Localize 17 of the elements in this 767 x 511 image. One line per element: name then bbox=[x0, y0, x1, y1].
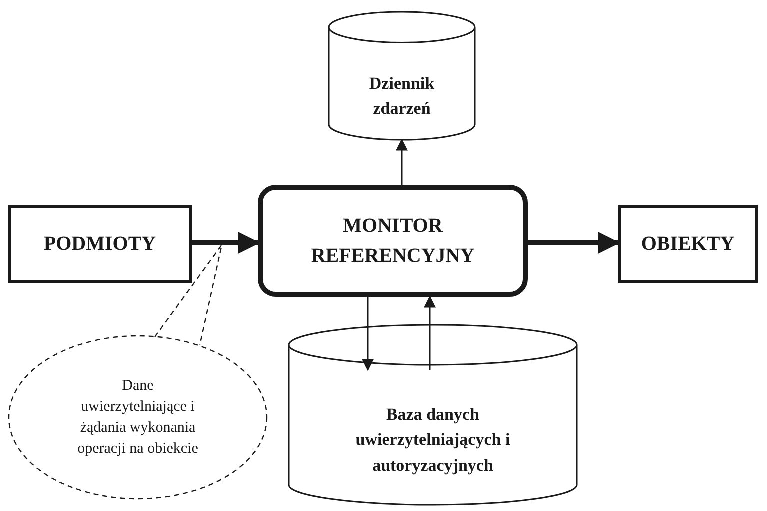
node-label: Baza danych uwierzytelniających i autoryzacyjnych bbox=[354, 404, 512, 477]
arrow bbox=[192, 232, 260, 254]
node-label: PODMIOTY bbox=[44, 232, 156, 257]
log-cylinder bbox=[328, 12, 476, 140]
node-label: MONITOR REFERENCYJNY bbox=[310, 214, 476, 269]
node-label: Dziennik zdarzeń bbox=[368, 72, 436, 120]
arrow bbox=[424, 296, 436, 370]
process-box bbox=[8, 205, 192, 283]
database-cylinder bbox=[288, 325, 578, 505]
speech-bubble bbox=[8, 335, 268, 500]
arrow bbox=[362, 297, 374, 372]
node-label: OBIEKTY bbox=[641, 232, 735, 257]
arrow bbox=[396, 138, 408, 185]
arrow bbox=[528, 232, 620, 254]
callout-text: Dane uwierzytelniające i żądania wykonania operacji na obiekcie bbox=[76, 376, 200, 458]
process-box bbox=[258, 185, 528, 297]
process-box bbox=[618, 205, 758, 283]
